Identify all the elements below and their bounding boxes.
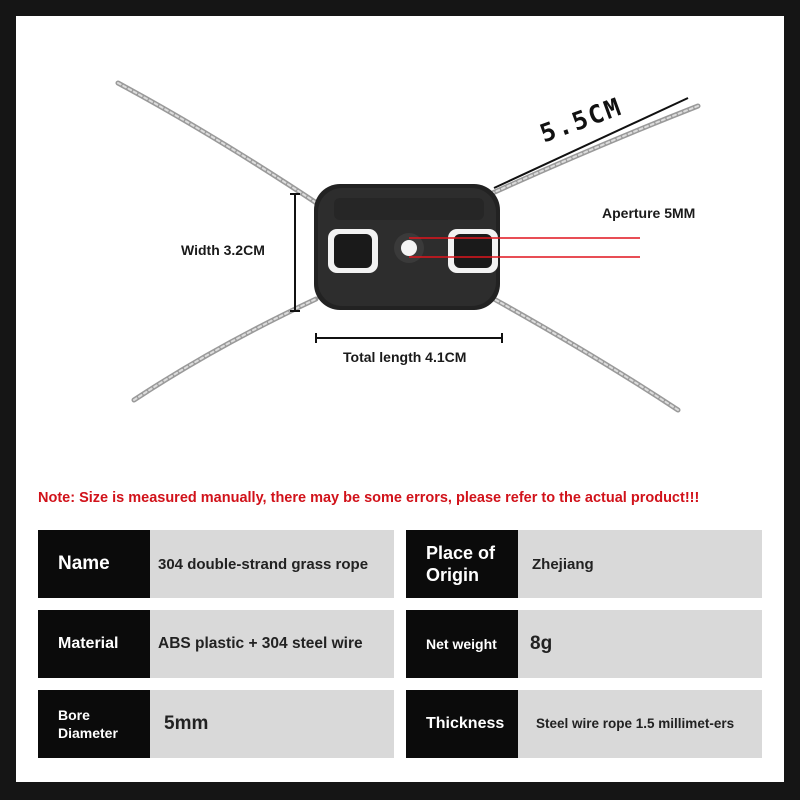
spec-value-material: ABS plastic + 304 steel wire	[150, 610, 394, 678]
spec-key-bore-diameter: Bore Diameter	[38, 690, 150, 758]
spec-value-thickness: Steel wire rope 1.5 millimet-ers	[518, 690, 762, 758]
spec-key-name: Name	[38, 530, 150, 598]
dimension-width-label: Width 3.2CM	[181, 242, 265, 258]
wire-bottom-left	[131, 296, 319, 403]
spec-key-net-weight: Net weight	[406, 610, 518, 678]
spec-value-net-weight: 8g	[518, 610, 762, 678]
dimension-total-length-label: Total length 4.1CM	[343, 349, 467, 365]
spec-key-material: Material	[38, 610, 150, 678]
length-dim-line	[493, 97, 689, 189]
spec-value-name: 304 double-strand grass rope	[150, 530, 394, 598]
wire-top-left	[115, 80, 324, 209]
spec-value-place-of-origin: Zhejiang	[518, 530, 762, 598]
product-spec-card: 5.5CM Aperture 5MM Width 3.2CM Total len…	[16, 16, 784, 782]
spec-key-thickness: Thickness	[406, 690, 518, 758]
spec-key-place-of-origin: Place of Origin	[406, 530, 518, 598]
measurement-note: Note: Size is measured manually, there m…	[38, 490, 700, 506]
dimension-aperture-label: Aperture 5MM	[602, 205, 696, 221]
total-length-dim-bracket	[315, 333, 503, 343]
connector-block	[314, 184, 500, 310]
spec-value-bore-diameter: 5mm	[150, 690, 394, 758]
product-figure: 5.5CM Aperture 5MM Width 3.2CM Total len…	[16, 16, 784, 486]
width-dim-bracket	[290, 193, 300, 312]
product-diagram	[115, 80, 701, 413]
